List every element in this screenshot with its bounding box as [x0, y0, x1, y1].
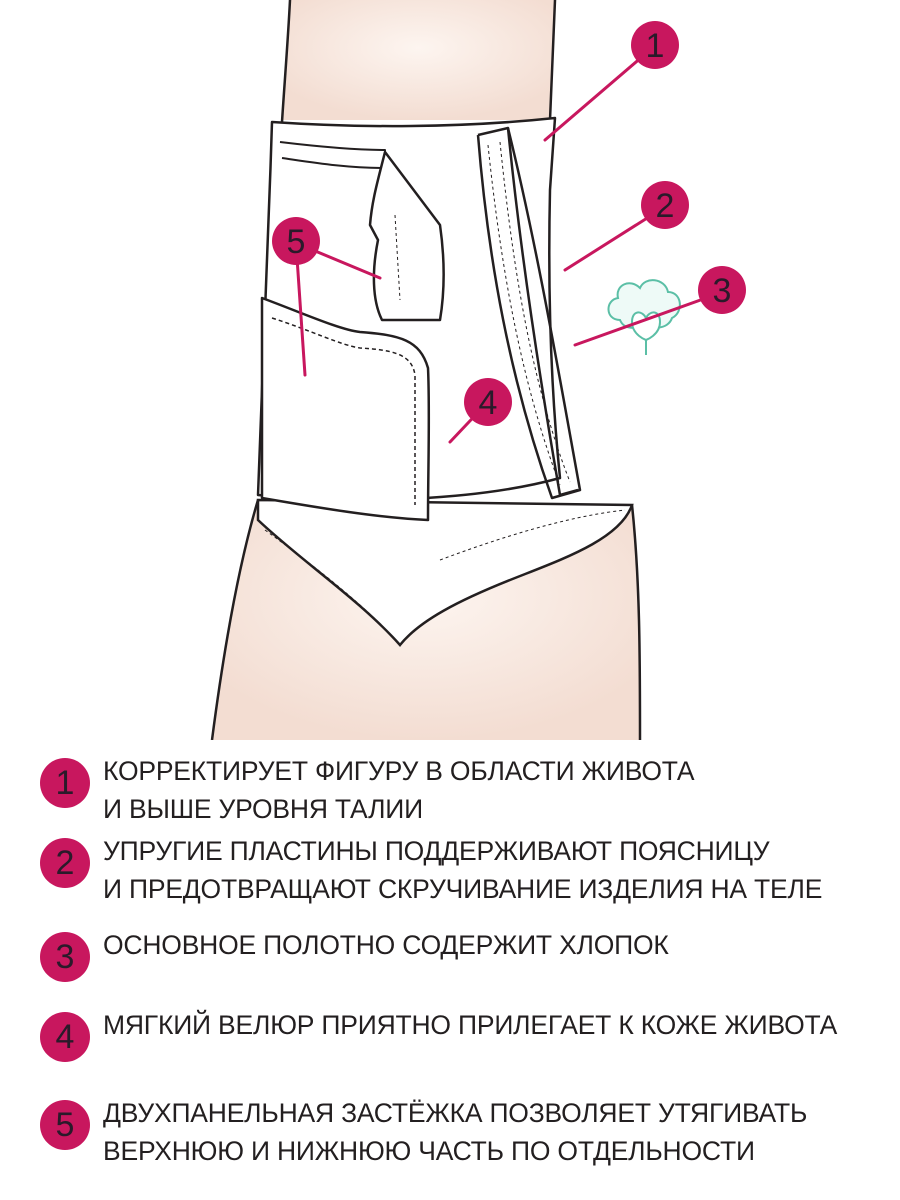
callout-2: 2: [641, 181, 689, 229]
feature-text: УПРУГИЕ ПЛАСТИНЫ ПОДДЕРЖИВАЮТ ПОЯСНИЦУ И…: [103, 832, 822, 908]
feature-line: И ПРЕДОТВРАЩАЮТ СКРУЧИВАНИЕ ИЗДЕЛИЯ НА Т…: [103, 874, 823, 904]
corset-belt: [256, 116, 582, 522]
feature-text: КОРРЕКТИРУЕТ ФИГУРУ В ОБЛАСТИ ЖИВОТА И В…: [103, 752, 695, 828]
feature-line: ДВУХПАНЕЛЬНАЯ ЗАСТЁЖКА ПОЗВОЛЯЕТ УТЯГИВА…: [103, 1098, 808, 1128]
feature-line: КОРРЕКТИРУЕТ ФИГУРУ В ОБЛАСТИ ЖИВОТА: [103, 756, 695, 786]
callout-3: 3: [698, 266, 746, 314]
cotton-icon: [607, 279, 681, 355]
svg-text:1: 1: [646, 27, 665, 65]
svg-text:4: 4: [479, 384, 498, 422]
callout-4: 4: [464, 378, 512, 426]
callout-1: 1: [631, 21, 679, 69]
callout-5: 5: [272, 217, 320, 265]
feature-line: И ВЫШЕ УРОВНЯ ТАЛИИ: [103, 794, 423, 824]
feature-text: МЯГКИЙ ВЕЛЮР ПРИЯТНО ПРИЛЕГАЕТ К КОЖЕ ЖИ…: [103, 1006, 837, 1044]
callout-badges: 1 2 3 4 5: [272, 21, 746, 426]
svg-text:2: 2: [656, 187, 675, 225]
feature-number-badge: 3: [40, 932, 90, 982]
body-figure: [210, 0, 642, 740]
feature-number-badge: 4: [40, 1012, 90, 1062]
feature-line: МЯГКИЙ ВЕЛЮР ПРИЯТНО ПРИЛЕГАЕТ К КОЖЕ ЖИ…: [103, 1010, 838, 1040]
feature-text: ДВУХПАНЕЛЬНАЯ ЗАСТЁЖКА ПОЗВОЛЯЕТ УТЯГИВА…: [103, 1094, 807, 1170]
feature-number-badge: 2: [40, 838, 90, 888]
feature-text: ОСНОВНОЕ ПОЛОТНО СОДЕРЖИТ ХЛОПОК: [103, 926, 669, 964]
feature-line: ВЕРХНЮЮ И НИЖНЮЮ ЧАСТЬ ПО ОТДЕЛЬНОСТИ: [103, 1136, 755, 1166]
feature-line: УПРУГИЕ ПЛАСТИНЫ ПОДДЕРЖИВАЮТ ПОЯСНИЦУ: [103, 836, 770, 866]
svg-text:3: 3: [713, 272, 732, 310]
feature-line: ОСНОВНОЕ ПОЛОТНО СОДЕРЖИТ ХЛОПОК: [103, 930, 669, 960]
feature-number-badge: 5: [40, 1100, 90, 1150]
feature-number-badge: 1: [40, 758, 90, 808]
svg-text:5: 5: [287, 223, 306, 261]
product-illustration: 1 2 3 4 5: [210, 0, 746, 740]
